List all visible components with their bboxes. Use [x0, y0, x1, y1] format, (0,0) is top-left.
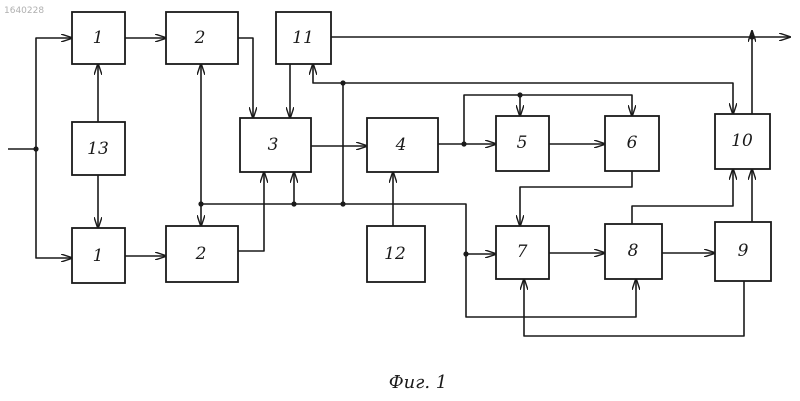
block-label: 10 [731, 131, 753, 151]
wire-b8-to-b10 [632, 169, 733, 224]
block-10: 10 [715, 114, 770, 169]
block-label: 5 [517, 133, 528, 153]
block-3: 3 [240, 118, 311, 172]
block-2-top: 2 [166, 12, 238, 64]
figure-caption: Фиг. 1 [389, 372, 448, 393]
block-label: 11 [292, 28, 314, 48]
block-label: 1 [93, 246, 104, 266]
wire-b6-to-b7 [520, 171, 632, 226]
wire-b4-branch-to-b6 [520, 95, 632, 116]
wire-b9-feedback-to-b7 [524, 279, 744, 336]
wire-input-to-b1-top [36, 38, 72, 149]
block-9: 9 [715, 222, 771, 281]
block-label: 4 [395, 135, 407, 155]
block-2-bottom: 2 [166, 226, 238, 282]
connection-lines [8, 31, 790, 336]
block-5: 5 [496, 116, 549, 171]
block-label: 2 [195, 244, 207, 264]
block-label: 13 [87, 139, 109, 159]
block-12: 12 [367, 226, 425, 282]
block-7: 7 [496, 226, 549, 279]
block-label: 3 [268, 135, 279, 155]
block-8: 8 [605, 224, 662, 279]
wire-bus-to-b10 [343, 83, 733, 114]
block-label: 2 [194, 28, 206, 48]
patent-number-stamp: 1640228 [4, 6, 44, 16]
block-4: 4 [367, 118, 438, 172]
block-6: 6 [605, 116, 659, 171]
block-1-bottom: 1 [72, 228, 125, 283]
block-label: 12 [384, 244, 406, 264]
wire-b2-bottom-to-b3 [238, 172, 264, 251]
block-label: 9 [738, 241, 749, 261]
wire-b2-top-to-b3 [238, 38, 253, 118]
wire-input-to-b1-bottom [36, 149, 72, 258]
block-label: 7 [517, 242, 528, 262]
block-1-top: 1 [72, 12, 125, 64]
block-label: 6 [627, 133, 638, 153]
block-11: 11 [276, 12, 331, 64]
block-label: 1 [93, 28, 104, 48]
block-13: 13 [72, 122, 125, 175]
block-label: 8 [628, 241, 639, 261]
wire-bus-to-b11 [313, 64, 343, 204]
